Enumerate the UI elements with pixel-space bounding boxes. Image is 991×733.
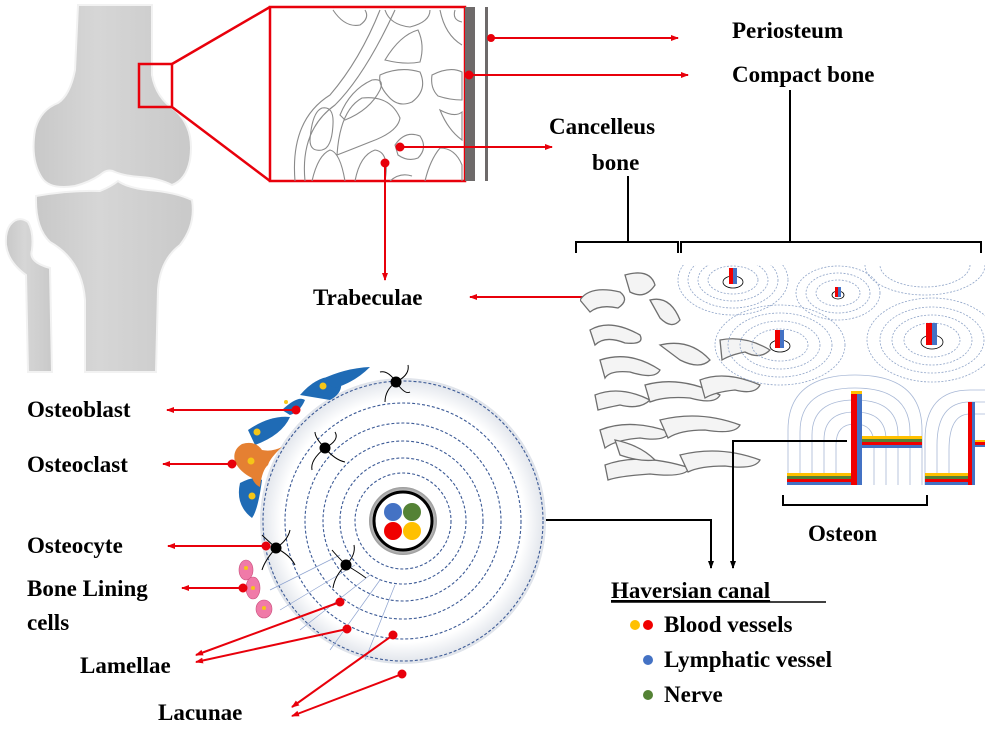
zoom-source-box xyxy=(137,62,174,109)
osteocyte-label: Osteocyte xyxy=(27,533,123,558)
legend-item: Nerve xyxy=(643,682,723,707)
blood-yellow-dot xyxy=(403,522,421,540)
region-brackets xyxy=(575,90,982,253)
periosteum-layer xyxy=(485,7,488,181)
legend-dot-icon xyxy=(643,690,653,700)
lymphatic-dot xyxy=(384,503,402,521)
compact-bracket xyxy=(680,241,982,253)
osteon-ring-3 xyxy=(714,304,846,386)
canal-vessels-top xyxy=(729,268,937,348)
osteocyte-4 xyxy=(331,544,367,589)
lamellae-arrow-1 xyxy=(195,601,341,656)
osteon-bracket xyxy=(782,495,928,506)
tibia xyxy=(34,179,194,373)
osteon-longitudinal-section xyxy=(787,374,985,485)
lamellae-label: Lamellae xyxy=(80,653,171,678)
lacunae-arrow-2 xyxy=(291,673,403,717)
periosteum-label: Periosteum xyxy=(732,18,843,43)
bone-block-3d xyxy=(580,265,985,485)
osteoblast-label: Osteoblast xyxy=(27,397,131,422)
fibula xyxy=(4,218,54,373)
osteon-cross-section xyxy=(234,364,546,664)
legend-title: Haversian canal xyxy=(611,578,770,603)
legend-item: Blood vessels xyxy=(630,612,792,637)
knee-joint-illustration xyxy=(4,4,271,373)
cancellous-bracket xyxy=(575,241,679,253)
osteocyte-1 xyxy=(379,364,411,403)
bone-lining-label-line2: cells xyxy=(27,610,69,635)
lacunae-label: Lacunae xyxy=(158,700,242,725)
lamellae-arrow-2 xyxy=(195,628,348,664)
trabeculae-label: Trabeculae xyxy=(313,285,422,310)
compact-bone-label: Compact bone xyxy=(732,62,874,87)
legend-dot-icon xyxy=(630,620,640,630)
compact-bone-layer xyxy=(465,7,475,181)
cancellous-bone-label-line2: bone xyxy=(592,150,639,175)
osteon-ring-1 xyxy=(677,265,789,316)
osteocytes xyxy=(261,364,411,589)
osteocyte-2 xyxy=(311,431,346,471)
osteon-label: Osteon xyxy=(808,521,877,546)
osteon-ring-5 xyxy=(864,265,985,296)
osteon-cylinders-top xyxy=(677,265,985,386)
cancellous-bone-label-line1: Cancelleus xyxy=(549,114,655,139)
blood-red-dot xyxy=(384,522,402,540)
osteoclast-cell xyxy=(234,442,282,487)
zoomed-bone-section xyxy=(268,5,488,183)
legend-item-label: Lymphatic vessel xyxy=(664,647,832,672)
nerve-dot xyxy=(403,503,421,521)
bone-lining-label-line1: Bone Lining xyxy=(27,576,148,601)
osteon-ring-4 xyxy=(866,297,985,383)
cell-arrows xyxy=(162,405,407,717)
legend-item: Lymphatic vessel xyxy=(643,647,832,672)
osteocyte-3 xyxy=(261,529,296,571)
spongy-bone-region xyxy=(580,272,772,481)
canal-vessels-front xyxy=(787,391,985,485)
legend-dot-icon xyxy=(643,655,653,665)
legend-item-label: Nerve xyxy=(664,682,723,707)
femur xyxy=(32,4,192,188)
legend-dot-icon xyxy=(643,620,653,630)
legend-item-label: Blood vessels xyxy=(664,612,792,637)
osteoclast-label: Osteoclast xyxy=(27,452,128,477)
lacunae-arrow-1 xyxy=(291,634,394,708)
